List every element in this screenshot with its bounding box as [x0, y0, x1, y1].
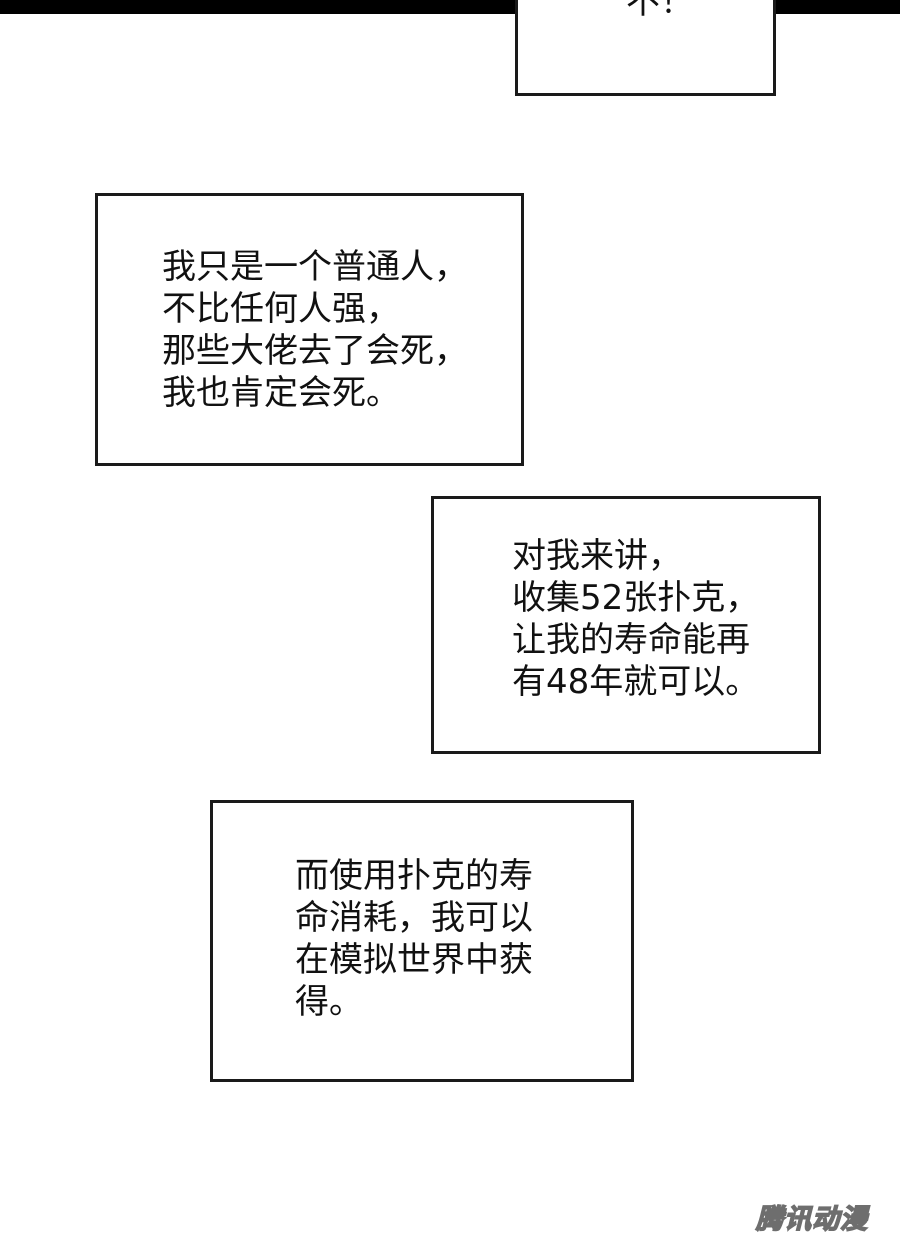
caption-box-3: 而使用扑克的寿 命消耗，我可以 在模拟世界中获 得。 — [210, 800, 634, 1082]
caption-line: 那些大佬去了会死， — [162, 331, 468, 371]
caption-text: 不！ — [626, 0, 694, 23]
watermark-logo: 腾讯动漫 — [755, 1203, 868, 1236]
caption-line: 对我来讲， — [512, 536, 682, 576]
caption-line: 得。 — [295, 982, 363, 1022]
caption-line: 不比任何人强， — [162, 289, 400, 329]
caption-text: 我只是一个普通人， 不比任何人强， 那些大佬去了会死， 我也肯定会死。 — [162, 246, 468, 414]
caption-box-2: 对我来讲， 收集52张扑克， 让我的寿命能再 有48年就可以。 — [431, 496, 821, 754]
caption-line: 我也肯定会死。 — [162, 373, 400, 413]
caption-text: 对我来讲， 收集52张扑克， 让我的寿命能再 有48年就可以。 — [512, 535, 759, 703]
caption-text: 而使用扑克的寿 命消耗，我可以 在模拟世界中获 得。 — [295, 855, 533, 1023]
caption-line: 在模拟世界中获 — [295, 940, 533, 980]
caption-box-1: 我只是一个普通人， 不比任何人强， 那些大佬去了会死， 我也肯定会死。 — [95, 193, 524, 466]
caption-line: 不！ — [626, 0, 694, 22]
caption-line: 有48年就可以。 — [512, 662, 760, 702]
caption-line: 而使用扑克的寿 — [295, 856, 533, 896]
caption-box-top: 不！ — [515, 0, 776, 96]
caption-line: 我只是一个普通人， — [162, 247, 468, 287]
caption-line: 让我的寿命能再 — [512, 620, 750, 660]
caption-line: 收集52张扑克， — [512, 578, 760, 618]
caption-line: 命消耗，我可以 — [295, 898, 533, 938]
